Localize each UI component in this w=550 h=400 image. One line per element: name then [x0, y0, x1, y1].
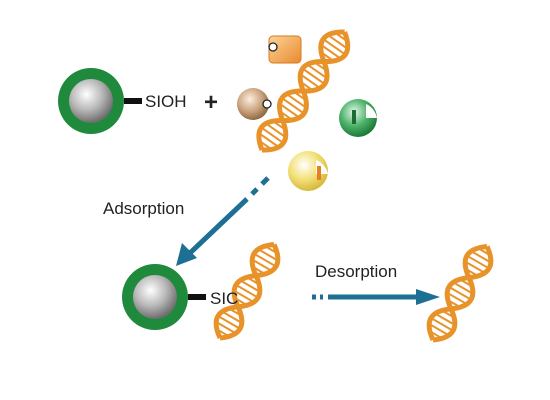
dna-helix-icon	[213, 241, 281, 341]
square-ligand-icon	[268, 35, 302, 64]
dna-helix-icon	[426, 243, 494, 343]
adsorption-arrow-icon	[176, 176, 270, 266]
silica-bead-icon	[122, 264, 206, 330]
desorption-arrow-icon	[312, 289, 440, 305]
dna-helix-icon	[256, 29, 351, 153]
silica-bead-icon	[58, 68, 142, 134]
sic-label: SIC	[210, 289, 239, 308]
sioh-label: SIOH	[145, 92, 187, 111]
adsorption-label: Adsorption	[103, 199, 185, 218]
desorption-label: Desorption	[315, 262, 398, 281]
tan-sphere-icon	[237, 88, 272, 120]
plus-sign: +	[204, 89, 219, 116]
yellow-sphere-icon	[288, 151, 328, 191]
green-sphere-icon	[339, 99, 377, 137]
